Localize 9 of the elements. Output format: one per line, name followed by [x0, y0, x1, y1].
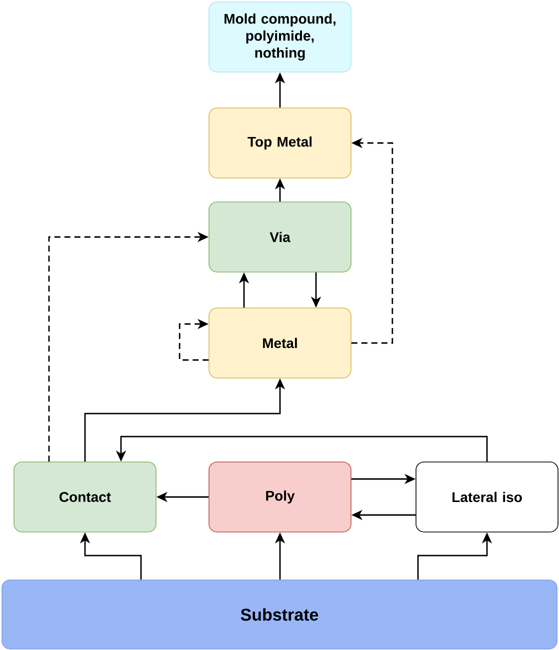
process-box: Mold compound, polyimide, nothing [208, 2, 352, 72]
process-box: Via [208, 202, 352, 272]
process-box: Lateral iso [416, 462, 558, 532]
loop-arrow [178, 318, 209, 361]
process-box: Metal [208, 308, 352, 378]
process-box: Top Metal [208, 108, 352, 178]
substrate-bar: Substrate [2, 580, 558, 650]
process-box: Contact [14, 462, 156, 532]
process-box: Poly [208, 462, 352, 532]
